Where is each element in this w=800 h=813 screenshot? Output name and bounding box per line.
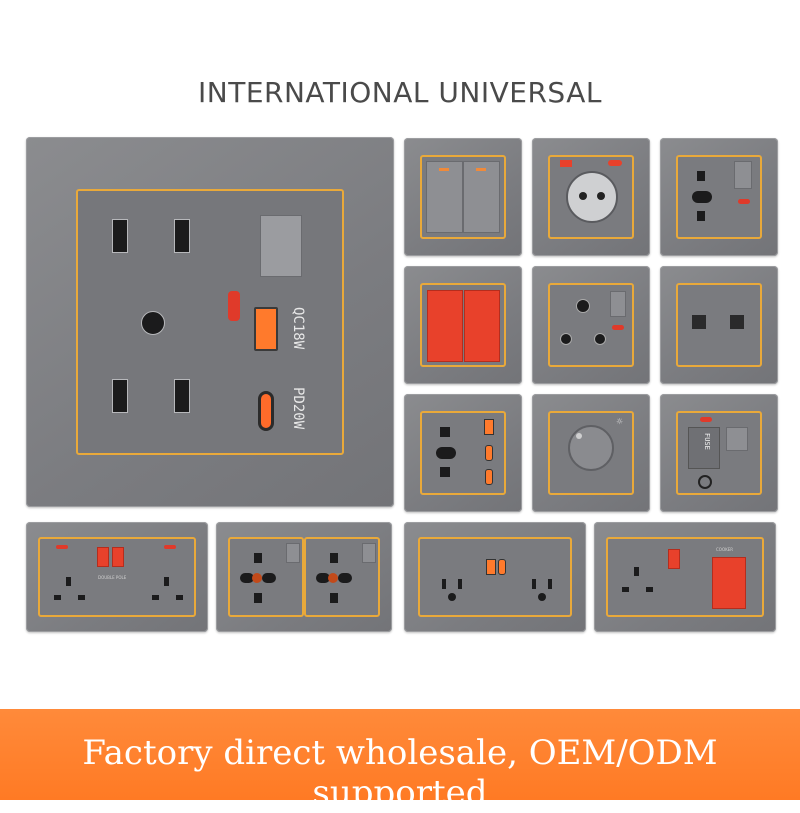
socket-trim-left: [228, 537, 304, 617]
fuse-label: FUSE: [703, 433, 711, 450]
cable-outlet-icon: [698, 475, 712, 489]
uk-outlet-right[interactable]: [148, 573, 188, 609]
socket-trim: [676, 283, 762, 367]
socket-trim: [418, 537, 572, 617]
promo-banner: Factory direct wholesale, OEM/ODM suppor…: [0, 709, 800, 813]
socket-trim: [548, 283, 634, 367]
indicator-light-left: [56, 545, 68, 549]
pd-label: PD20W: [290, 387, 306, 430]
schuko-outlet-icon[interactable]: [566, 171, 618, 223]
bulb-icon: ☼: [616, 417, 624, 426]
universal-outlet-icon[interactable]: [436, 425, 458, 481]
outlet-slot: [174, 219, 190, 253]
cooker-switch[interactable]: [712, 557, 746, 609]
usb-a-port-icon[interactable]: [560, 160, 572, 167]
usb-c-port-icon[interactable]: [485, 445, 493, 461]
universal-outlet-icon[interactable]: [316, 551, 356, 605]
uk-outlet[interactable]: [618, 563, 658, 603]
network-port-icon[interactable]: [692, 315, 706, 329]
universal-usb-socket-plate: [404, 394, 522, 512]
fuse-trim: FUSE: [676, 411, 762, 495]
universal-outlet-icon[interactable]: [240, 551, 280, 605]
red-switch-left[interactable]: [97, 547, 109, 567]
ground-hole-icon: [141, 311, 165, 335]
main-socket-plate: QC18W PD20W: [26, 137, 394, 507]
rocker-switch[interactable]: [734, 161, 752, 189]
cooker-label: COOKER: [716, 547, 734, 552]
us-outlet-left[interactable]: [438, 575, 468, 605]
power-indicator-light: [228, 291, 240, 321]
universal-outlet-icon[interactable]: [692, 169, 714, 225]
main-socket-trim: QC18W PD20W: [76, 189, 344, 455]
network-port-icon[interactable]: [730, 315, 744, 329]
switch-trim: [420, 155, 506, 239]
usb-c-port-icon[interactable]: [608, 160, 622, 166]
double-universal-socket-plate: [216, 522, 392, 632]
rocker-switch[interactable]: [362, 543, 376, 563]
outlet-slot: [174, 379, 190, 413]
indicator-light-right: [164, 545, 176, 549]
socket-trim-right: [304, 537, 380, 617]
red-double-switch-plate: [404, 266, 522, 384]
indicator-light: [738, 199, 750, 204]
headline-title: INTERNATIONAL UNIVERSAL: [198, 76, 602, 109]
rocker-switch[interactable]: [286, 543, 300, 563]
schuko-usb-socket-plate: [532, 138, 650, 256]
fused-spur-plate: FUSE: [660, 394, 778, 512]
uk-outlet-left[interactable]: [50, 573, 90, 609]
red-switch-right[interactable]: [112, 547, 124, 567]
power-rocker-switch[interactable]: [260, 215, 302, 277]
double-pole-label: DOUBLE POLE: [98, 575, 127, 580]
switch-trim: [420, 283, 506, 367]
cooker-control-plate: COOKER: [594, 522, 776, 632]
socket-trim: [420, 411, 506, 495]
usb-c-port-icon[interactable]: [485, 469, 493, 485]
dimmer-plate: ☼: [532, 394, 650, 512]
socket-trim: DOUBLE POLE: [38, 537, 196, 617]
outlet-slot: [112, 219, 128, 253]
usb-c-port-icon[interactable]: [258, 391, 274, 431]
universal-socket-switch-plate: [660, 138, 778, 256]
round-pin-outlet-icon[interactable]: [556, 295, 608, 355]
rocker-switch[interactable]: [610, 291, 626, 317]
red-switch-right[interactable]: [464, 290, 500, 362]
dimmer-trim: ☼: [548, 411, 634, 495]
switch-key-left[interactable]: [426, 161, 463, 233]
switch-key-right[interactable]: [463, 161, 500, 233]
round-pin-socket-plate: [532, 266, 650, 384]
data-socket-plate: [660, 266, 778, 384]
indicator-light: [700, 417, 712, 422]
fuse-holder[interactable]: [688, 427, 720, 469]
dimmer-knob[interactable]: [568, 425, 614, 471]
socket-switch[interactable]: [668, 549, 680, 569]
red-switch-left[interactable]: [427, 290, 463, 362]
usb-a-port-icon[interactable]: [486, 559, 496, 575]
uk-double-socket-plate: DOUBLE POLE: [26, 522, 208, 632]
fuse-switch[interactable]: [726, 427, 748, 451]
outlet-slot: [112, 379, 128, 413]
usb-a-port-icon[interactable]: [484, 419, 494, 435]
socket-trim: COOKER: [606, 537, 764, 617]
socket-trim: [676, 155, 762, 239]
us-outlet-right[interactable]: [528, 575, 558, 605]
indicator-light: [612, 325, 624, 330]
banner-text: Factory direct wholesale, OEM/ODM suppor…: [82, 733, 718, 813]
us-double-usb-socket-plate: [404, 522, 586, 632]
qc-label: QC18W: [290, 307, 306, 350]
usb-c-port-icon[interactable]: [498, 559, 506, 575]
socket-trim: [548, 155, 634, 239]
usb-a-port-icon[interactable]: [254, 307, 278, 351]
two-gang-switch-plate: [404, 138, 522, 256]
